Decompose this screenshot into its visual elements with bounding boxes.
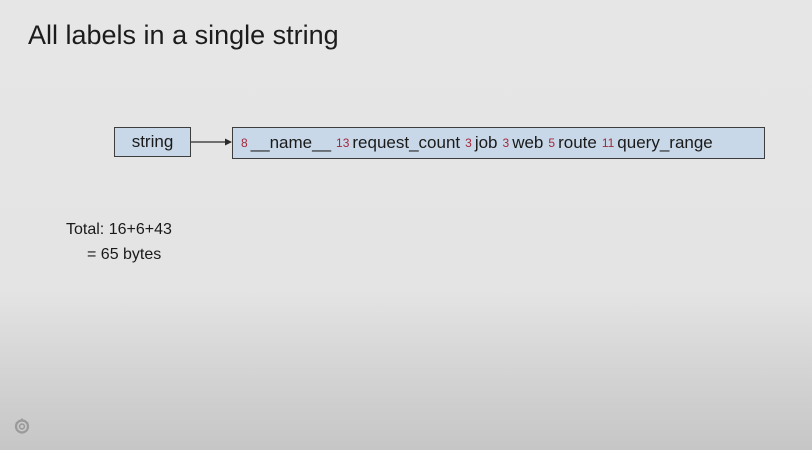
label-length: 13 — [336, 136, 350, 150]
label-text: __name__ — [250, 133, 332, 152]
label-text: job — [474, 133, 498, 152]
string-box: string — [114, 127, 191, 157]
label-text: web — [512, 133, 544, 152]
label-text: route — [558, 133, 597, 152]
label-length: 8 — [241, 136, 248, 150]
slide-title: All labels in a single string — [28, 20, 339, 50]
total-line-1: Total: 16+6+43 — [66, 221, 172, 238]
total-line-2: = 65 bytes — [87, 246, 162, 263]
label-length: 3 — [465, 136, 472, 150]
arrow-right-icon — [191, 138, 232, 146]
label-length: 11 — [601, 136, 615, 150]
label-length: 3 — [502, 136, 510, 150]
label-text: query_range — [617, 133, 713, 152]
string-box-label: string — [131, 132, 174, 151]
total-bytes: Total: 16+6+43 = 65 bytes — [66, 217, 172, 267]
label-length: 5 — [548, 136, 556, 150]
grafana-logo-icon — [14, 418, 30, 434]
labels-string-box: 8 __name__ 13 request_count 3 job 3 web … — [232, 127, 765, 159]
label-text: request_count — [352, 133, 461, 152]
